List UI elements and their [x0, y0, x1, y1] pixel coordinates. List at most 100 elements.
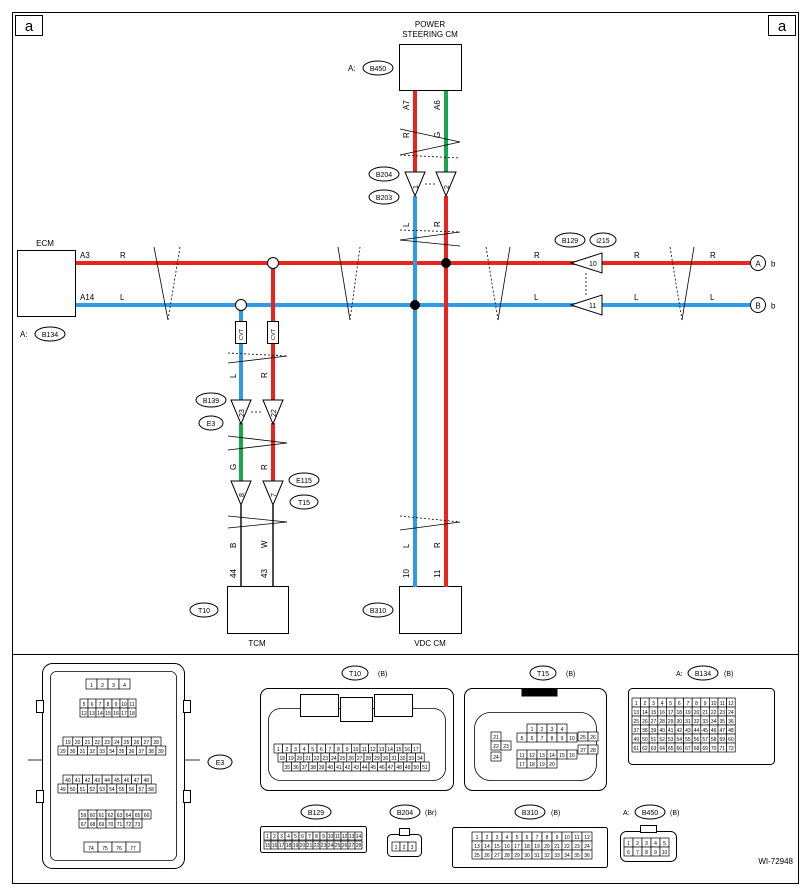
svg-text:19: 19	[685, 710, 691, 716]
svg-text:5: 5	[516, 835, 519, 841]
svg-text:27: 27	[651, 719, 657, 725]
svg-text:T15: T15	[298, 500, 310, 507]
svg-text:26: 26	[484, 853, 490, 859]
svg-text:A7: A7	[402, 100, 411, 110]
svg-text:28: 28	[153, 740, 159, 746]
svg-text:38: 38	[310, 765, 316, 771]
svg-text:13: 13	[89, 711, 95, 717]
svg-text:55: 55	[119, 787, 125, 793]
svg-text:22: 22	[493, 744, 499, 750]
svg-text:37: 37	[302, 765, 308, 771]
svg-text:8: 8	[337, 747, 340, 753]
svg-text:45: 45	[114, 778, 120, 784]
svg-text:16: 16	[659, 710, 665, 716]
svg-text:45: 45	[371, 765, 377, 771]
svg-text:(B): (B)	[724, 671, 733, 678]
svg-text:13: 13	[474, 844, 480, 850]
svg-text:A:: A:	[676, 671, 683, 678]
svg-text:6: 6	[678, 701, 681, 707]
svg-text:29: 29	[374, 756, 380, 762]
svg-text:28: 28	[366, 756, 372, 762]
svg-text:R: R	[433, 221, 442, 227]
svg-text:71: 71	[720, 746, 726, 752]
svg-text:1: 1	[531, 727, 534, 733]
svg-text:34: 34	[417, 756, 423, 762]
svg-text:5: 5	[311, 747, 314, 753]
svg-text:CVT: CVT	[239, 328, 245, 340]
svg-text:71: 71	[117, 822, 123, 828]
svg-text:B129: B129	[308, 810, 324, 817]
svg-text:11: 11	[519, 753, 524, 759]
junction-red-tcm	[267, 257, 279, 269]
svg-text:b: b	[771, 302, 776, 311]
svg-text:10: 10	[402, 569, 411, 578]
svg-text:43: 43	[95, 778, 101, 784]
svg-text:5: 5	[83, 702, 86, 708]
svg-text:17: 17	[514, 844, 520, 850]
svg-text:69: 69	[99, 822, 105, 828]
svg-text:24: 24	[331, 756, 337, 762]
svg-text:65: 65	[668, 746, 674, 752]
svg-text:62: 62	[642, 746, 648, 752]
outer-frame	[12, 12, 799, 884]
svg-text:a: a	[25, 18, 34, 35]
svg-text:54: 54	[677, 737, 683, 743]
svg-text:58: 58	[148, 787, 154, 793]
svg-text:5: 5	[294, 834, 297, 840]
svg-text:B129: B129	[562, 238, 578, 245]
svg-text:5: 5	[521, 736, 524, 742]
svg-text:40: 40	[659, 728, 665, 734]
svg-text:R: R	[402, 132, 411, 138]
svg-text:22: 22	[564, 844, 570, 850]
svg-text:2: 2	[403, 845, 406, 851]
svg-text:9: 9	[115, 702, 118, 708]
svg-text:51: 51	[651, 737, 657, 743]
svg-text:15: 15	[494, 844, 500, 850]
svg-text:44: 44	[694, 728, 700, 734]
svg-text:23: 23	[503, 744, 509, 750]
svg-text:4: 4	[303, 747, 306, 753]
svg-text:14: 14	[356, 834, 362, 840]
svg-text:28: 28	[590, 748, 596, 754]
svg-text:A:: A:	[348, 64, 356, 73]
svg-text:18: 18	[280, 756, 286, 762]
svg-text:16: 16	[504, 844, 510, 850]
svg-text:60: 60	[728, 737, 734, 743]
svg-text:8: 8	[239, 493, 246, 497]
svg-text:64: 64	[659, 746, 665, 752]
svg-text:11: 11	[720, 701, 725, 707]
svg-text:W: W	[260, 540, 269, 548]
svg-text:40: 40	[328, 765, 334, 771]
svg-text:b: b	[771, 260, 776, 269]
svg-text:6: 6	[301, 834, 304, 840]
svg-text:59: 59	[81, 813, 87, 819]
diagram-id: WI-72948	[758, 857, 793, 866]
svg-text:1: 1	[266, 834, 269, 840]
svg-text:10: 10	[569, 736, 575, 742]
svg-text:48: 48	[728, 728, 734, 734]
svg-text:39: 39	[651, 728, 657, 734]
svg-text:72: 72	[728, 746, 734, 752]
svg-text:7: 7	[308, 834, 311, 840]
svg-text:43: 43	[353, 765, 359, 771]
svg-text:67: 67	[685, 746, 691, 752]
dest-marker-a: A b	[750, 255, 776, 271]
svg-text:68: 68	[90, 822, 96, 828]
power-steering-cm: POWER STEERING CM A: B450	[348, 20, 462, 91]
svg-text:A:: A:	[623, 810, 630, 817]
svg-text:20: 20	[544, 844, 550, 850]
svg-text:20: 20	[549, 762, 555, 768]
svg-text:6: 6	[531, 736, 534, 742]
svg-text:15: 15	[265, 843, 271, 849]
svg-text:B450: B450	[370, 66, 386, 73]
svg-text:15: 15	[559, 753, 565, 759]
svg-text:8: 8	[551, 736, 554, 742]
svg-text:43: 43	[260, 569, 269, 578]
svg-text:41: 41	[668, 728, 674, 734]
svg-text:19: 19	[65, 740, 71, 746]
svg-text:14: 14	[484, 844, 490, 850]
svg-text:22: 22	[314, 756, 320, 762]
svg-text:48: 48	[144, 778, 150, 784]
